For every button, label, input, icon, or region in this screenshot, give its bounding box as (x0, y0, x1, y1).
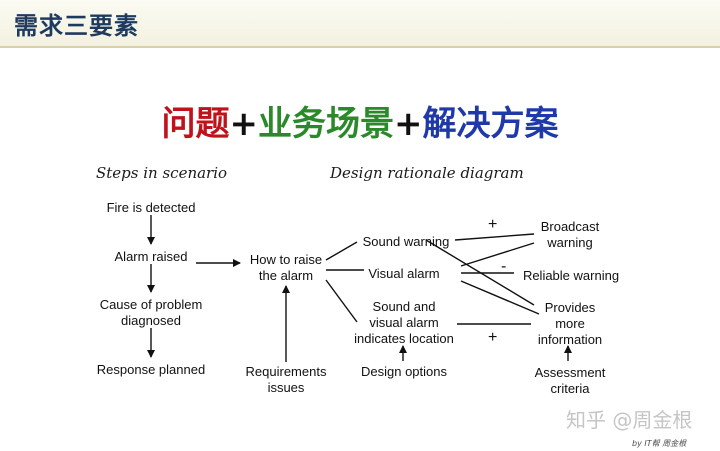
minus-sign: - (501, 258, 507, 275)
watermark: 知乎 @周金根 (566, 408, 693, 432)
link-visual-info (460, 280, 540, 315)
link-visual-broadcast (460, 242, 535, 267)
option-visual-alarm: Visual alarm (368, 266, 440, 281)
headline-plus-2: + (394, 104, 423, 144)
plus-sign-bottom: + (488, 329, 498, 346)
header-divider (0, 46, 720, 48)
headline: 问题+业务场景+解决方案 (0, 96, 720, 145)
step-alarm-raised: Alarm raised (114, 249, 188, 264)
option-sound-warning: Sound warning (362, 234, 450, 249)
credit-text: by IT帮 周金根 (632, 439, 687, 448)
rationale-title: Design rationale diagram (330, 164, 524, 182)
design-options-label: Design options (361, 364, 447, 379)
link-question-sound (325, 241, 358, 261)
link-sound-info (425, 239, 535, 306)
criterion-more-information: Provides more information (537, 300, 603, 347)
step-response-planned: Response planned (96, 362, 206, 377)
link-sound-broadcast (454, 233, 535, 241)
steps-title: Steps in scenario (96, 164, 228, 182)
question-node: How to raise the alarm (249, 252, 323, 283)
slide-title: 需求三要素 (14, 12, 139, 40)
step-cause-diagnosed: Cause of problem diagnosed (99, 297, 203, 328)
headline-plus-1: + (229, 104, 259, 144)
step-fire-detected: Fire is detected (106, 200, 196, 215)
criterion-reliable: Reliable warning (522, 268, 620, 283)
link-question-combined (325, 279, 358, 323)
option-combined-alarm: Sound and visual alarm indicates locatio… (354, 299, 454, 346)
requirements-node: Requirements issues (245, 364, 327, 395)
headline-problem: 问题 (161, 104, 230, 144)
plus-sign-top: + (488, 216, 498, 233)
header-bar (0, 0, 720, 46)
assessment-criteria-label: Assessment criteria (534, 365, 606, 396)
headline-scenario: 业务场景 (258, 104, 394, 144)
criterion-broadcast: Broadcast warning (540, 219, 600, 250)
headline-solution: 解决方案 (422, 104, 559, 144)
